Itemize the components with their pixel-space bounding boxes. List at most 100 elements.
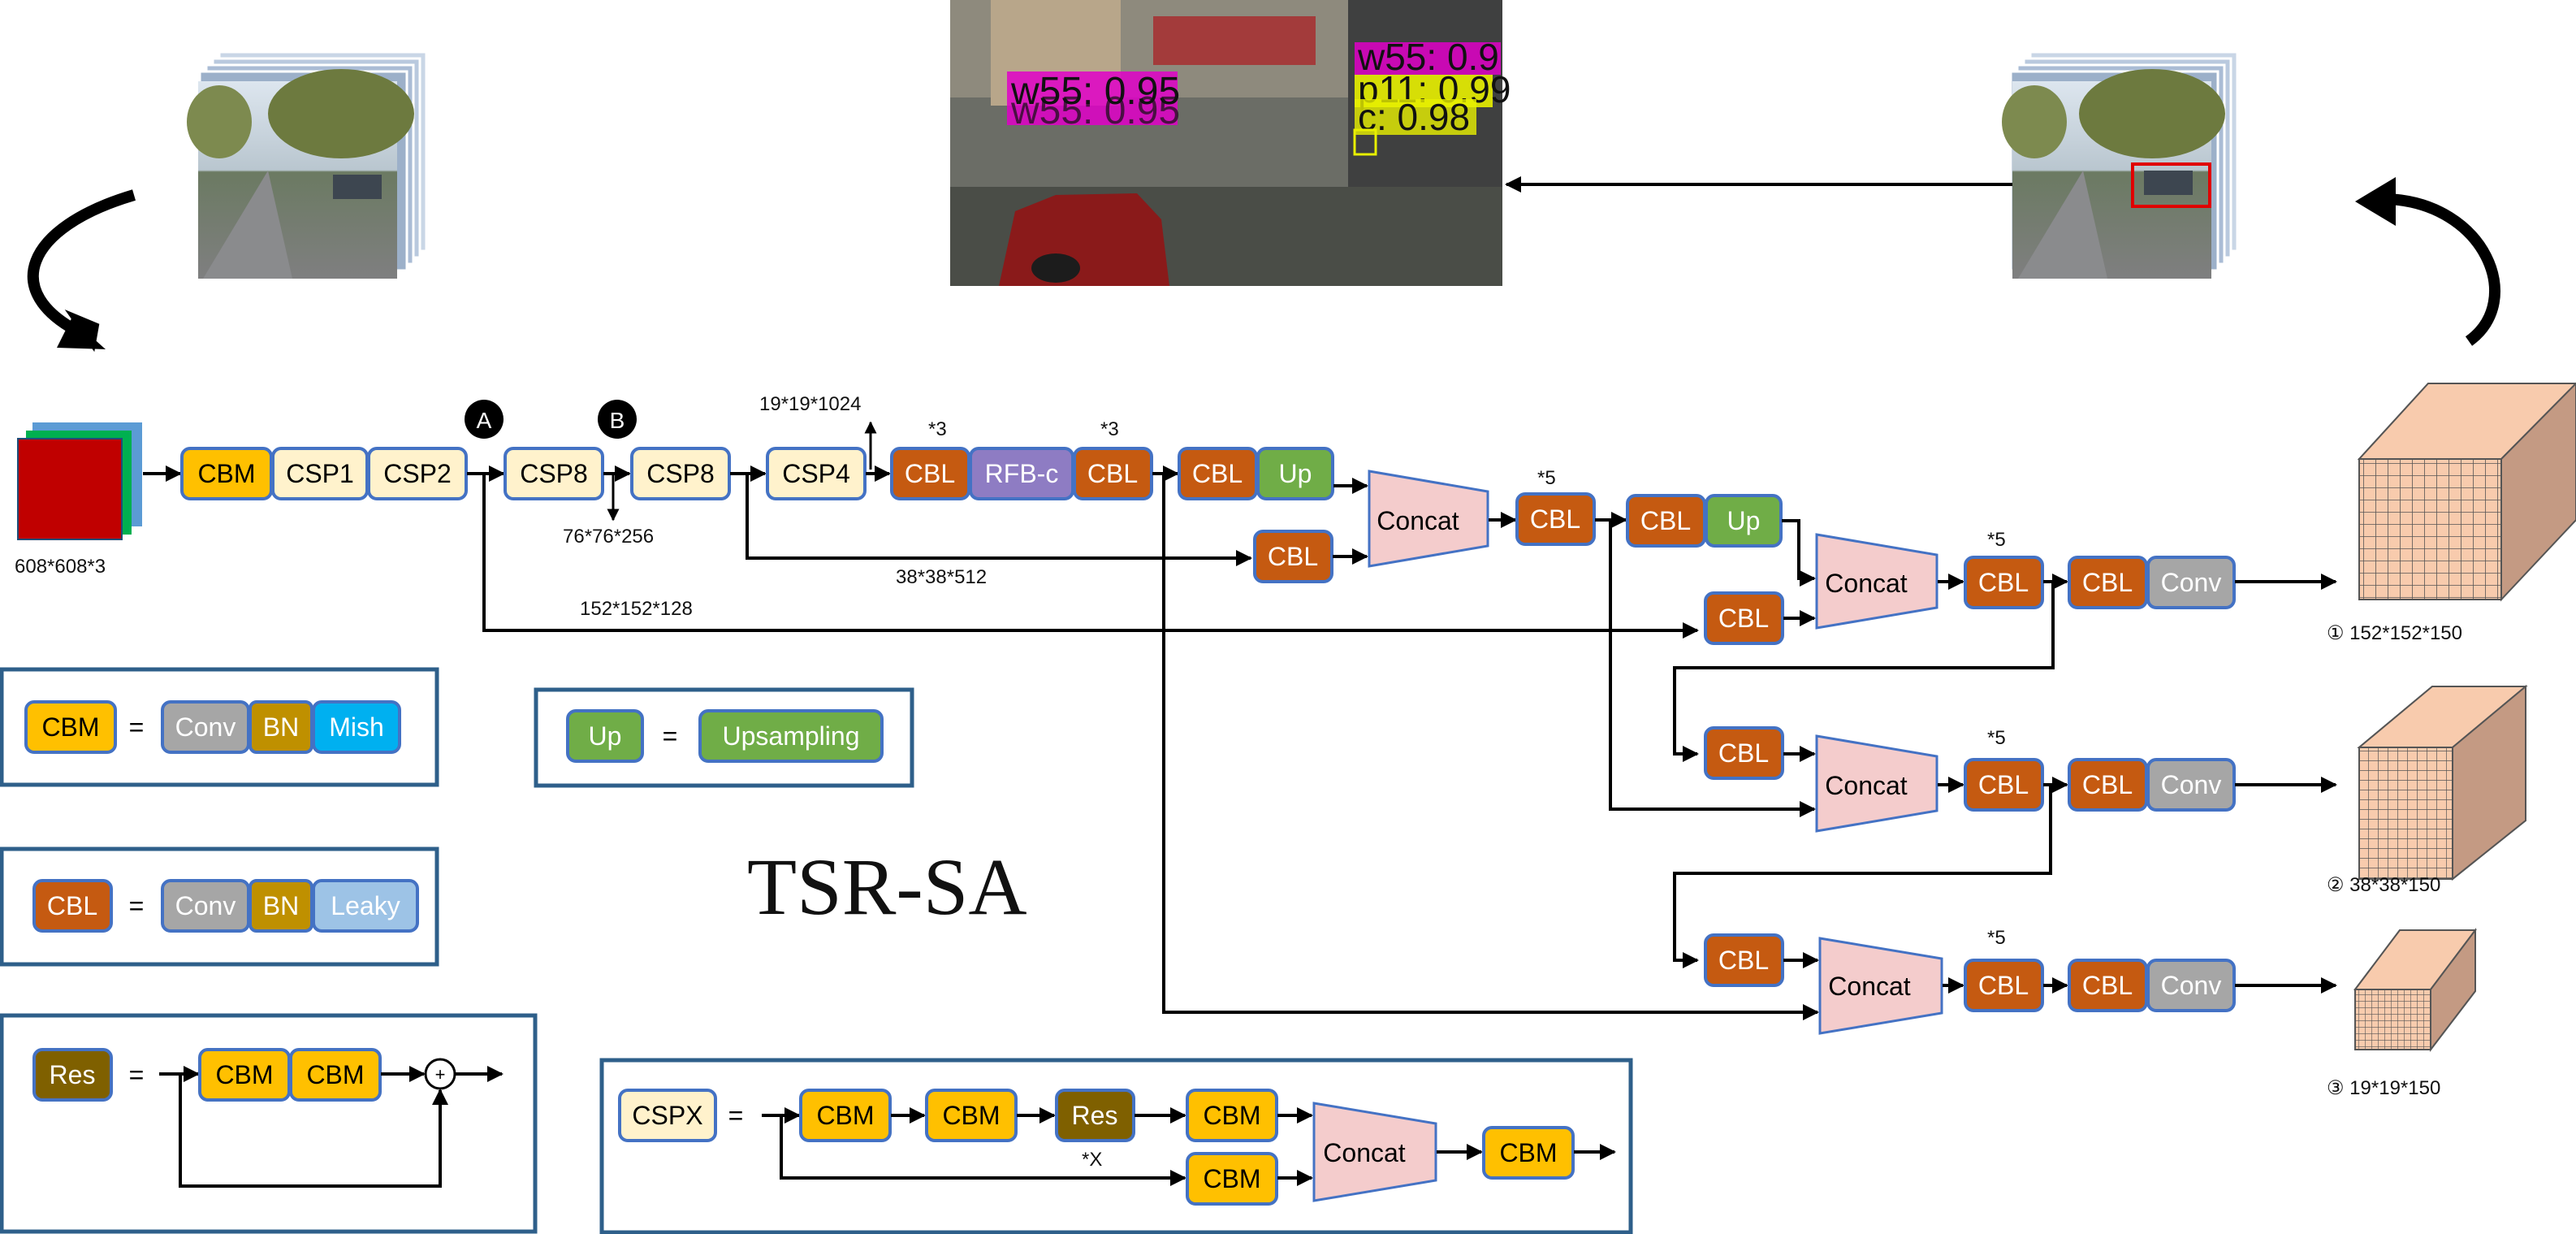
svg-text:CSP4: CSP4: [782, 459, 850, 488]
svg-text:Mish: Mish: [329, 712, 384, 742]
neck-cbl-8: CBL: [1964, 556, 2044, 609]
head-cbl-2: CBL: [2068, 758, 2148, 812]
head-cbl-1: CBL: [2068, 556, 2148, 609]
size-38-label: 38*38*512: [896, 566, 987, 588]
svg-text:=: =: [129, 891, 145, 920]
svg-text:RFB-c: RFB-c: [985, 459, 1059, 488]
svg-text:Upsampling: Upsampling: [723, 721, 860, 751]
neck-concat-2: Concat: [1815, 533, 1938, 630]
output-label-3: ③ 19*19*150: [2327, 1077, 2440, 1099]
detection-label-w55-a: w55: 0.95: [1010, 70, 1180, 113]
neck-cbl-6: CBL: [1626, 494, 1706, 548]
repeat-3-label-a: *3: [928, 418, 947, 440]
output-label-1: ① 152*152*150: [2327, 622, 2462, 644]
circular-arrow-icon: [2355, 177, 2500, 346]
head-conv-1: Conv: [2146, 556, 2236, 609]
svg-text:=: =: [728, 1101, 744, 1130]
svg-text:CBL: CBL: [1640, 506, 1691, 535]
svg-text:CBM: CBM: [41, 712, 99, 742]
svg-text:Up: Up: [1279, 459, 1312, 488]
backbone-csp8-b: CSP8: [630, 447, 731, 500]
svg-text:CBM: CBM: [197, 459, 255, 488]
svg-text:+: +: [435, 1064, 446, 1085]
svg-text:Leaky: Leaky: [331, 891, 400, 920]
head-cbl-3: CBL: [2068, 959, 2148, 1012]
neck-up-2: Up: [1705, 494, 1783, 548]
backbone-csp2: CSP2: [367, 447, 468, 500]
neck-up-1: Up: [1256, 447, 1334, 500]
svg-text:B: B: [610, 408, 625, 433]
svg-text:CSP1: CSP1: [286, 459, 354, 488]
input-image-stack-right: [2002, 50, 2239, 279]
svg-text:CBM: CBM: [1499, 1138, 1557, 1167]
svg-text:CBL: CBL: [905, 459, 955, 488]
svg-text:=: =: [129, 1060, 145, 1089]
svg-text:Concat: Concat: [1377, 506, 1459, 535]
svg-text:CBM: CBM: [306, 1060, 364, 1089]
svg-text:Concat: Concat: [1828, 972, 1911, 1001]
backbone-csp1: CSP1: [271, 447, 369, 500]
street-photo-detected: [2002, 69, 2225, 279]
svg-text:=: =: [663, 721, 678, 751]
svg-text:CBL: CBL: [1192, 459, 1243, 488]
size-76-label: 76*76*256: [563, 526, 654, 548]
svg-text:CBL: CBL: [47, 891, 97, 920]
detection-label-w55-b: w55: 0.9: [1357, 36, 1499, 78]
size-152-label: 152*152*128: [580, 598, 693, 620]
diagram-title: TSR-SA: [747, 842, 1027, 932]
neck-rfb-c: RFB-c: [969, 447, 1074, 500]
legend-cbm: CBM = Conv BN Mish: [0, 667, 439, 787]
svg-text:CBL: CBL: [2082, 770, 2133, 799]
svg-text:CBM: CBM: [816, 1101, 874, 1130]
svg-text:CBL: CBL: [1978, 568, 2029, 597]
detection-label-w55-a-ghost: w55: 0.95: [1010, 89, 1180, 132]
svg-text:CSP8: CSP8: [520, 459, 588, 488]
svg-text:Conv: Conv: [2161, 568, 2222, 597]
svg-text:BN: BN: [263, 712, 299, 742]
svg-text:CBL: CBL: [1978, 770, 2029, 799]
head-conv-2: Conv: [2146, 758, 2236, 812]
neck-concat-1: Concat: [1368, 470, 1489, 568]
output-tensor-3: ③ 19*19*150: [2327, 928, 2478, 1099]
neck-cbl-7: CBL: [1704, 591, 1784, 645]
neck-cbl-2: CBL: [1073, 447, 1153, 500]
detection-result-photo: w55: 0.95 w55: 0.95 w55: 0.9 p11: 0.99 c…: [950, 0, 1511, 286]
neck-concat-3: Concat: [1815, 734, 1938, 833]
marker-a: A: [465, 400, 504, 439]
sum-circle-icon: +: [424, 1058, 456, 1090]
svg-text:Concat: Concat: [1825, 569, 1908, 598]
svg-text:CBL: CBL: [2082, 568, 2133, 597]
legend-cspx: CSPX = CBM CBM Res *X CBM CBM Concat CBM: [599, 1058, 1633, 1234]
svg-text:CSP2: CSP2: [383, 459, 452, 488]
svg-text:Conv: Conv: [175, 712, 236, 742]
backbone-csp8-a: CSP8: [504, 447, 604, 500]
svg-text:CSPX: CSPX: [632, 1101, 702, 1130]
svg-text:CBM: CBM: [215, 1060, 273, 1089]
input-tensor: 608*608*3: [15, 422, 142, 578]
svg-text:CBL: CBL: [1718, 738, 1769, 768]
svg-text:CBL: CBL: [1978, 971, 2029, 1000]
neck-cbl-3: CBL: [1178, 447, 1258, 500]
svg-text:Res: Res: [50, 1060, 96, 1089]
input-image-stack: [187, 50, 428, 279]
svg-text:*X: *X: [1082, 1149, 1102, 1171]
svg-text:CSP8: CSP8: [646, 459, 715, 488]
marker-b: B: [598, 400, 637, 439]
svg-text:Conv: Conv: [175, 891, 236, 920]
svg-text:CBL: CBL: [1087, 459, 1138, 488]
repeat-5-label-a: *5: [1537, 467, 1556, 489]
neck-concat-4: Concat: [1818, 937, 1943, 1035]
output-label-2: ② 38*38*150: [2327, 874, 2440, 896]
repeat-3-label-b: *3: [1100, 418, 1119, 440]
repeat-5-label-b: *5: [1987, 529, 2006, 551]
input-size-label: 608*608*3: [15, 556, 106, 578]
backbone-csp4: CSP4: [766, 447, 867, 500]
svg-text:CBM: CBM: [942, 1101, 1000, 1130]
output-tensor-1: ① 152*152*150: [2327, 382, 2576, 644]
neck-cbl-10: CBL: [1964, 758, 2044, 812]
neck-cbl-9: CBL: [1704, 726, 1784, 780]
neck-cbl-4: CBL: [1253, 530, 1333, 583]
repeat-5-label-d: *5: [1987, 927, 2006, 949]
svg-text:CBL: CBL: [1268, 542, 1318, 571]
svg-text:Res: Res: [1072, 1101, 1118, 1130]
